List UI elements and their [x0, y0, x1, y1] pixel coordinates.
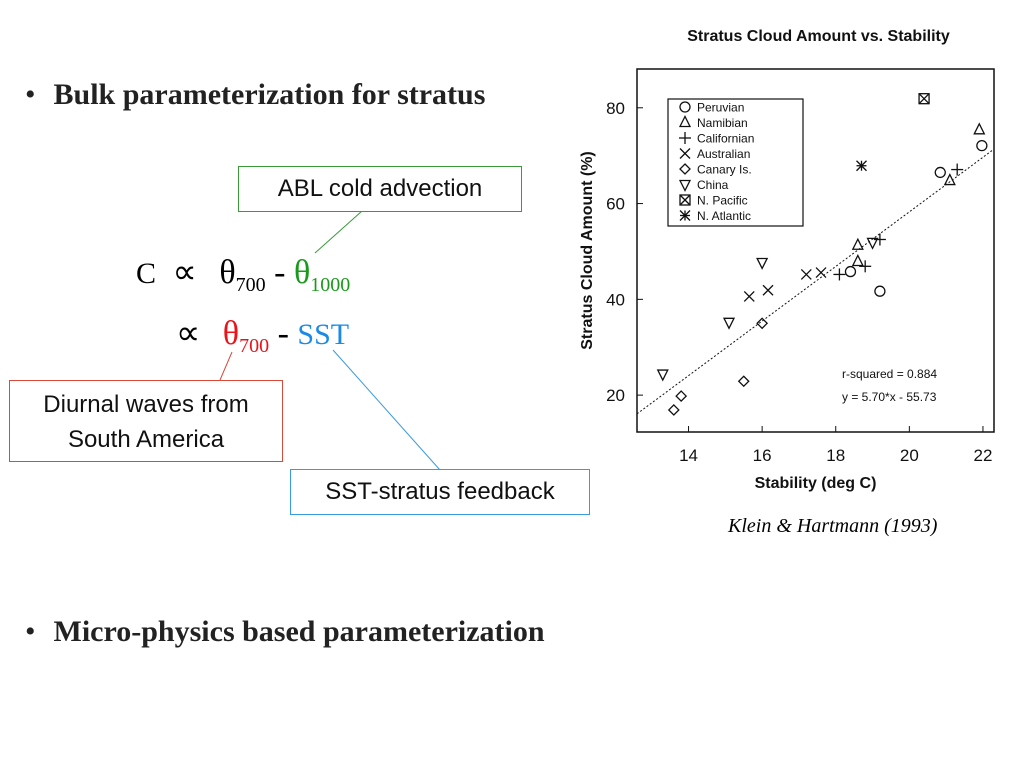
x-axis-label: Stability (deg C) [755, 475, 877, 492]
bullet-bulk: • Bulk parameterization for stratus [25, 78, 485, 112]
data-point [856, 160, 867, 172]
chart-title: Stratus Cloud Amount vs. Stability [687, 28, 950, 45]
callout-text: South America [67, 426, 225, 453]
bullet-text: Bulk parameterization for stratus [53, 78, 486, 111]
eq-minus: - [277, 315, 289, 352]
data-point [756, 317, 769, 330]
abl-leader [314, 210, 363, 254]
data-point [859, 260, 872, 273]
bullet-micro: • Micro-physics based parameterization [25, 615, 545, 649]
eq-sub: 1000 [310, 273, 351, 296]
eq-theta: θ [219, 254, 236, 291]
callout-sst: SST-stratus feedback [290, 469, 590, 515]
legend-label: China [697, 178, 729, 192]
legend-marker [679, 132, 691, 144]
x-tick-label: 20 [900, 446, 919, 465]
bullet-text: Micro-physics based parameterization [53, 615, 545, 648]
legend-label: N. Pacific [697, 194, 748, 208]
x-tick-label: 18 [826, 446, 845, 465]
legend-marker [678, 115, 692, 128]
data-point [844, 265, 857, 278]
eq-prop: ∝ [176, 315, 201, 352]
legend-marker [679, 101, 691, 113]
eq-theta1000: θ1000 [293, 254, 350, 296]
legend-label: Californian [697, 132, 754, 146]
data-point [756, 257, 769, 270]
eq-sub: 700 [239, 334, 270, 357]
x-tick-label: 14 [679, 446, 698, 465]
eq-c: C [136, 257, 157, 290]
y-tick-label: 80 [606, 99, 625, 118]
sst-leader [332, 349, 441, 471]
callout-abl: ABL cold advection [238, 166, 522, 212]
data-point [833, 268, 846, 281]
data-point [722, 317, 736, 330]
eq-prop: ∝ [172, 254, 197, 291]
x-tick-label: 16 [753, 446, 772, 465]
eq-theta: θ [293, 254, 311, 291]
y-axis-label: Stratus Cloud Amount (%) [579, 151, 596, 350]
scatter-chart: Stratus Cloud Amount vs. Stability 14 16 18… [579, 28, 995, 492]
r-squared-annotation: r-squared = 0.884 [842, 367, 937, 381]
legend-marker [679, 210, 691, 221]
data-point [667, 404, 680, 416]
callout-text: SST-stratus feedback [325, 478, 555, 505]
x-tick-label: 22 [973, 446, 992, 465]
eq-sub: 700 [235, 273, 266, 296]
equation-line-2: ∝ θ700 - SST [176, 313, 349, 358]
y-tick-label: 60 [606, 195, 625, 214]
data-point [943, 173, 956, 186]
legend-label: Australian [697, 147, 750, 161]
data-point [973, 122, 986, 135]
legend-marker [678, 179, 692, 192]
diurnal-leader [219, 351, 233, 381]
data-point [762, 284, 774, 296]
y-tick-label: 20 [606, 386, 625, 405]
legend-label: Peruvian [697, 101, 744, 115]
eq-minus: - [274, 254, 286, 291]
data-point [866, 237, 879, 250]
legend-marker [679, 148, 691, 159]
plot-frame [636, 68, 995, 433]
fit-equation-annotation: y = 5.70*x - 55.73 [842, 390, 937, 404]
eq-theta700: θ700 [222, 315, 269, 357]
bullet-dot: • [25, 615, 36, 648]
legend-label: Canary Is. [697, 163, 752, 177]
data-point [874, 285, 886, 297]
data-point [737, 375, 750, 388]
data-point [743, 291, 755, 302]
data-point [851, 237, 864, 250]
legend-label: Namibian [697, 116, 748, 130]
data-point [656, 369, 669, 382]
legend-marker [679, 194, 691, 206]
data-point [675, 390, 688, 403]
eq-theta: θ [222, 315, 240, 352]
bullet-dot: • [25, 78, 36, 111]
equation-line-1: C ∝ θ700 - θ1000 [136, 252, 350, 297]
data-point [918, 93, 930, 105]
data-point [851, 254, 864, 267]
callout-lines [219, 210, 441, 471]
data-point [976, 139, 988, 152]
eq-sst: SST [297, 318, 350, 351]
data-point [800, 268, 812, 280]
data-point [873, 233, 886, 246]
callout-text: ABL cold advection [277, 175, 483, 202]
legend-label: N. Atlantic [697, 209, 751, 223]
callout-text: Diurnal waves from [43, 391, 249, 418]
data-point [815, 267, 827, 278]
y-tick-label: 40 [606, 290, 625, 309]
legend-marker [679, 163, 691, 175]
data-point [951, 163, 964, 176]
citation: Klein & Hartmann (1993) [728, 515, 938, 537]
data-point [934, 166, 946, 179]
